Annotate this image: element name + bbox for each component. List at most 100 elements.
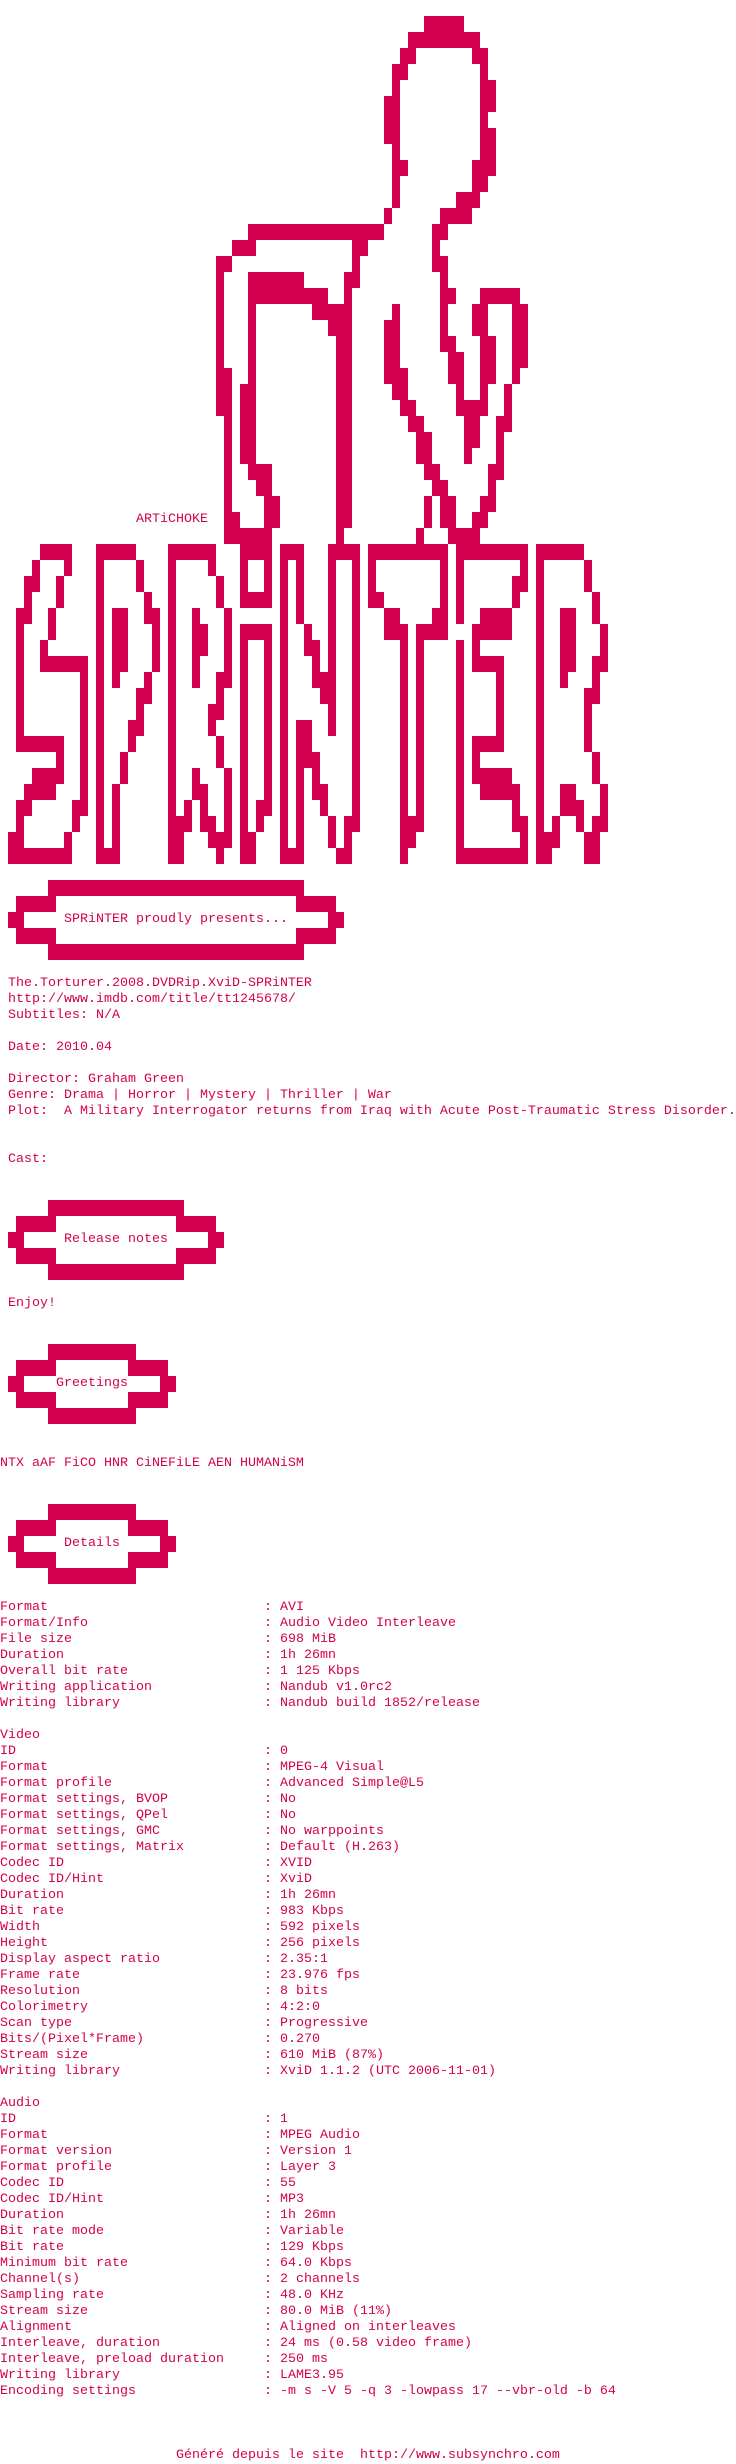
logo-block: [472, 640, 480, 656]
logo-block: [456, 672, 464, 688]
logo-block: [96, 704, 104, 720]
logo-block: [216, 592, 224, 608]
detail-value: Nandub v1.0rc2: [280, 1680, 392, 1695]
detail-separator: :: [264, 1696, 280, 1711]
logo-block: [152, 624, 160, 640]
detail-label: Width: [0, 1920, 40, 1935]
logo-block: [168, 848, 184, 864]
imdb-link[interactable]: http://www.imdb.com/title/tt1245678/: [8, 992, 296, 1007]
logo-block: [400, 720, 408, 736]
detail-row: Format version: Version 1: [0, 2144, 352, 2160]
logo-block: [96, 640, 104, 656]
logo-block: [416, 704, 424, 720]
detail-value: No: [280, 1792, 296, 1807]
logo-block: [400, 640, 408, 656]
release-notes-text: Enjoy!: [8, 1296, 56, 1311]
logo-block: [440, 560, 448, 576]
logo-block: [488, 480, 496, 496]
banner-frame-block: [16, 1520, 56, 1536]
logo-block: [480, 352, 496, 368]
logo-block: [96, 560, 104, 576]
logo-block: [16, 816, 24, 832]
logo-block: [168, 640, 176, 656]
logo-block: [256, 480, 272, 496]
logo-block: [480, 112, 488, 128]
director-info: Director: Graham Green: [8, 1072, 184, 1087]
logo-block: [240, 384, 256, 400]
footer-link[interactable]: http://www.subsynchro.com: [359, 2448, 560, 2463]
logo-block: [392, 160, 408, 176]
logo-block: [536, 736, 544, 752]
detail-label: File size: [0, 1632, 72, 1647]
detail-row: Colorimetry: 4:2:0: [0, 2000, 320, 2016]
logo-block: [280, 816, 288, 832]
detail-separator: :: [264, 2048, 280, 2063]
logo-block: [96, 544, 136, 560]
banner-frame-block: [16, 1552, 56, 1568]
logo-block: [48, 624, 56, 640]
logo-block: [16, 672, 24, 688]
banner-frame-block: [48, 944, 304, 960]
logo-block: [248, 304, 256, 320]
logo-block: [48, 608, 56, 624]
logo-block: [512, 304, 528, 320]
logo-block: [152, 656, 160, 672]
logo-block: [416, 752, 424, 768]
logo-block: [352, 576, 360, 592]
logo-block: [248, 272, 304, 288]
logo-block: [424, 496, 432, 512]
logo-block: [240, 672, 248, 688]
logo-block: [592, 752, 600, 768]
detail-label: Codec ID: [0, 1856, 64, 1871]
logo-block: [512, 576, 528, 592]
logo-block: [424, 512, 432, 528]
logo-block: [168, 800, 176, 816]
logo-block: [328, 816, 336, 832]
logo-block: [168, 624, 176, 640]
logo-block: [72, 800, 88, 816]
logo-block: [392, 384, 408, 400]
logo-block: [584, 576, 592, 592]
logo-block: [368, 576, 376, 592]
detail-value: Nandub build 1852/release: [280, 1696, 480, 1711]
logo-block: [560, 784, 576, 800]
logo-block: [264, 496, 280, 512]
logo-block: [216, 688, 224, 704]
logo-block: [168, 576, 176, 592]
logo-block: [296, 576, 304, 592]
logo-block: [248, 320, 256, 336]
artist-credit: ARTiCHOKE: [136, 512, 208, 527]
logo-block: [336, 848, 352, 864]
logo-block: [480, 288, 520, 304]
detail-row: Format: MPEG-4 Visual: [0, 1760, 384, 1776]
logo-block: [400, 704, 408, 720]
banner-frame-block: [128, 1360, 168, 1376]
detail-label: Format: [0, 1760, 48, 1775]
detail-row: Alignment: Aligned on interleaves: [0, 2320, 456, 2336]
greetings-text: NTX aAF FiCO HNR CiNEFiLE AEN HUMANiSM: [0, 1456, 304, 1471]
detail-label: Format settings, GMC: [0, 1824, 160, 1839]
logo-block: [168, 720, 176, 736]
detail-separator: :: [264, 1840, 280, 1855]
logo-block: [352, 592, 360, 608]
banner-frame-block: [48, 1408, 136, 1424]
detail-value: -m s -V 5 -q 3 -lowpass 17 --vbr-old -b …: [280, 2384, 616, 2399]
detail-label: Format: [0, 1600, 48, 1615]
detail-label: Format settings, QPel: [0, 1808, 168, 1823]
detail-separator: :: [264, 1952, 280, 1967]
detail-label: Frame rate: [0, 1968, 80, 1983]
logo-block: [480, 496, 496, 512]
logo-block: [224, 448, 232, 464]
logo-block: [216, 368, 232, 384]
logo-block: [264, 704, 272, 720]
detail-row: Format/Info: Audio Video Interleave: [0, 1616, 456, 1632]
logo-block: [496, 672, 504, 688]
logo-block: [192, 624, 208, 640]
detail-value: 1 125 Kbps: [280, 1664, 360, 1679]
logo-block: [280, 544, 304, 560]
logo-block: [216, 848, 224, 864]
detail-row: ID: 0: [0, 1744, 288, 1760]
logo-block: [280, 592, 288, 608]
logo-block: [216, 352, 224, 368]
detail-row: Format settings, Matrix: Default (H.263): [0, 1840, 400, 1856]
